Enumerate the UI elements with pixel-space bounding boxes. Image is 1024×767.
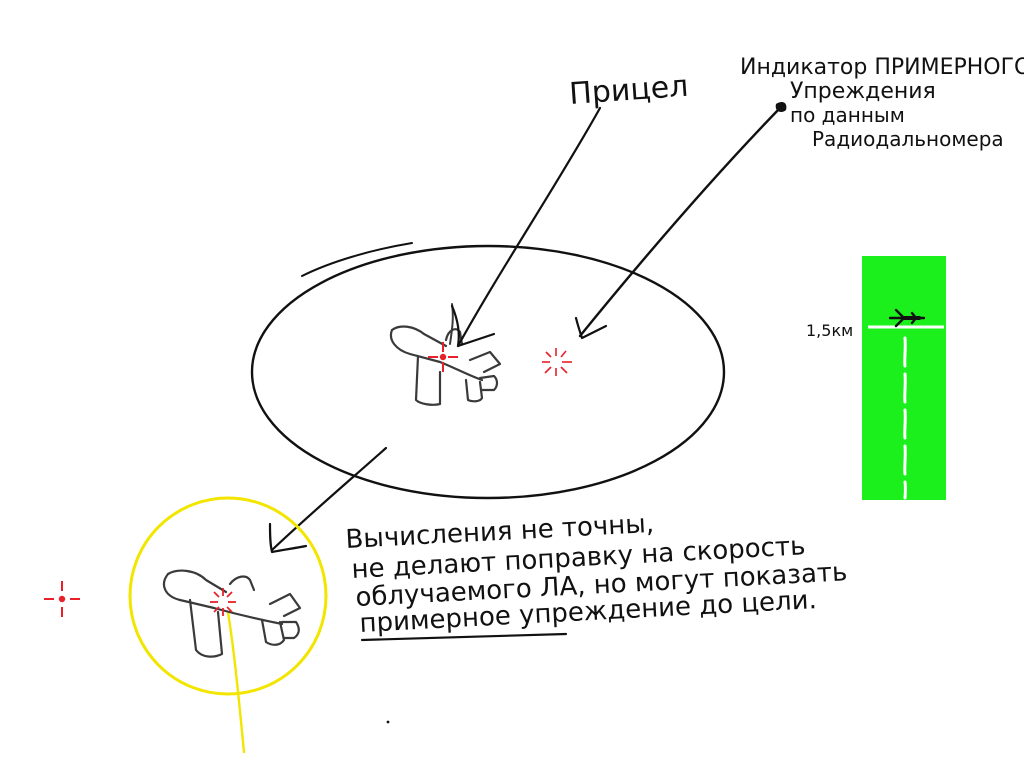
plane-icon	[888, 308, 926, 328]
indicator-line-4: Радиодальномера	[812, 127, 1004, 151]
crosshair-zoom-icon	[210, 588, 236, 616]
crosshair-icon	[428, 342, 458, 372]
aircraft-sketch-zoom-icon	[162, 569, 302, 658]
starburst-icon	[542, 348, 572, 376]
note-text: Вычисления не точны, не делают поправку …	[345, 509, 848, 642]
note-underline	[360, 632, 568, 642]
indicator-line-1: Индикатор ПРИМЕРНОГО	[740, 55, 1024, 80]
indicator-arrow	[574, 102, 787, 340]
runway-distance-label: 1,5км	[806, 321, 853, 340]
indicator-line-2: Упреждения	[790, 79, 936, 104]
zoom-circle	[128, 496, 328, 754]
aircraft-sketch-icon	[389, 303, 502, 406]
view-ellipse	[250, 242, 726, 500]
stray-dot	[386, 720, 390, 724]
runway-indicator	[862, 256, 946, 500]
indicator-label: Индикатор ПРИМЕРНОГО Упреждения по данны…	[740, 55, 1024, 151]
sight-arrow	[450, 106, 602, 348]
sight-label: Прицел	[568, 69, 689, 112]
zoom-arrow	[268, 446, 388, 554]
indicator-line-3: по данным	[790, 103, 905, 127]
crosshair-left-icon	[44, 581, 80, 617]
